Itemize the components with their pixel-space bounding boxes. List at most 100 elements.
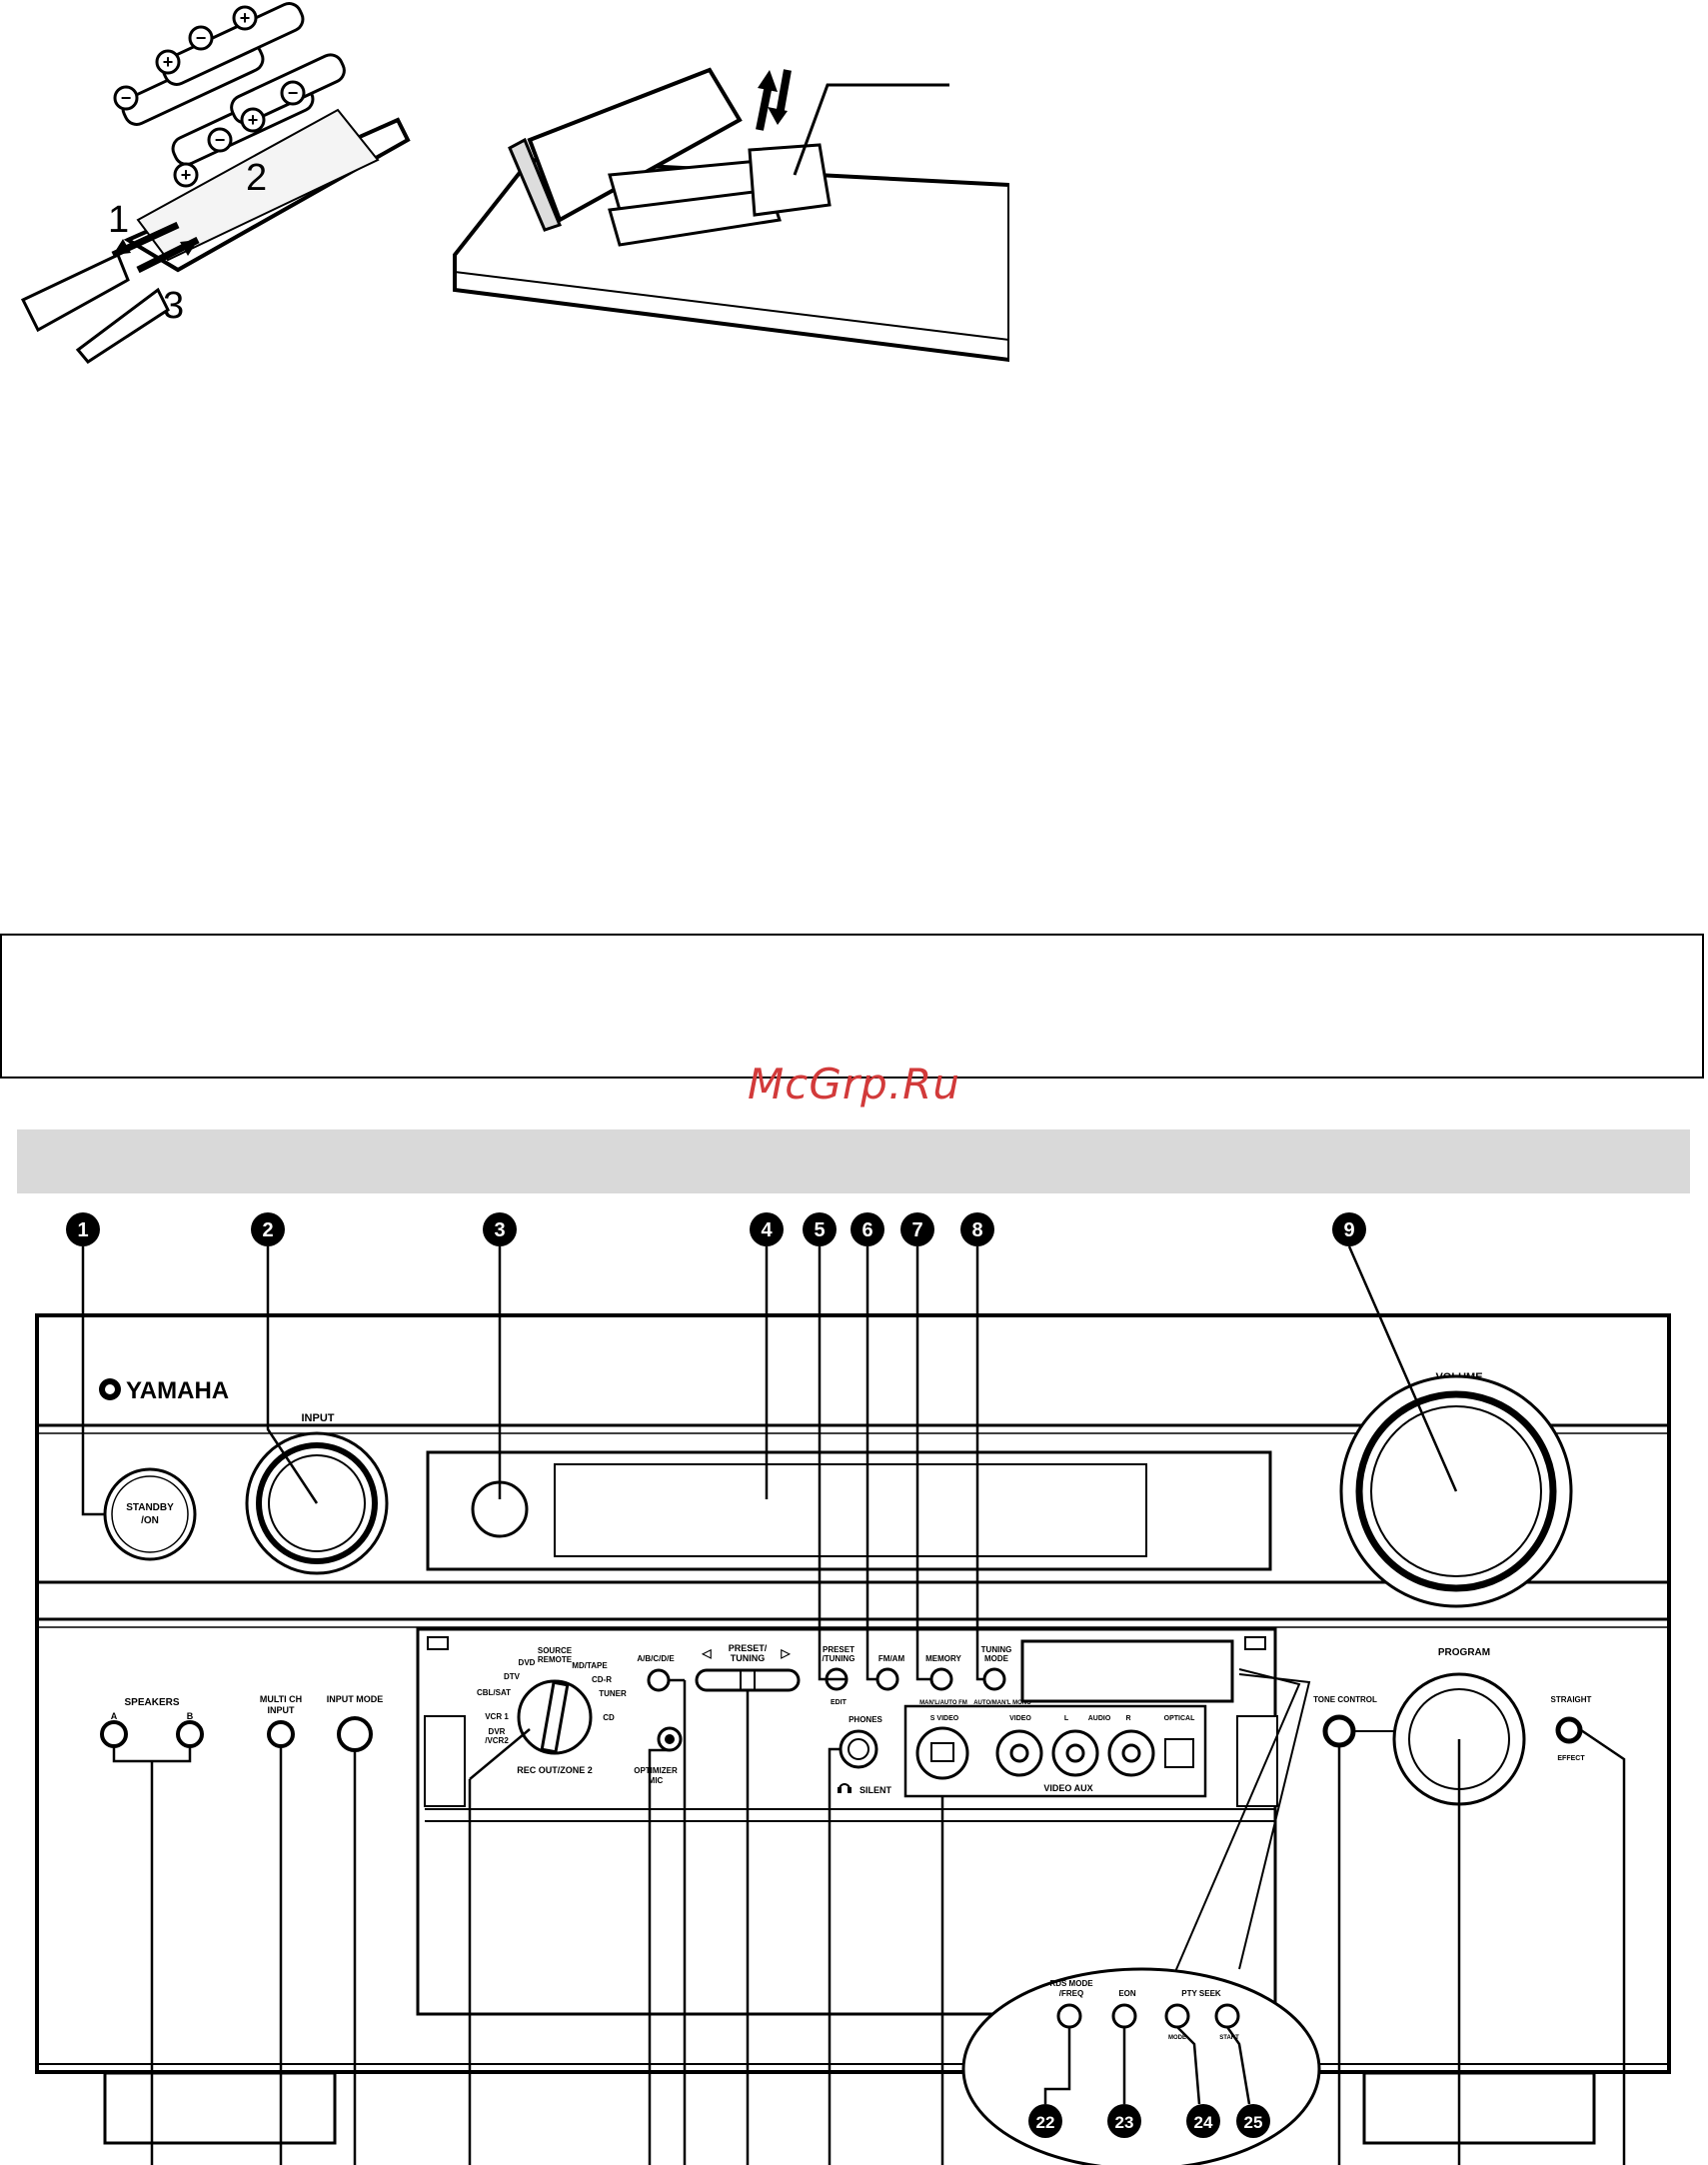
audio-l-jack[interactable]	[1051, 1729, 1099, 1777]
svg-text:CD: CD	[603, 1713, 615, 1722]
rds-mode-freq-button[interactable]	[1056, 2003, 1082, 2029]
svg-text:VIDEO AUX: VIDEO AUX	[1043, 1783, 1092, 1793]
svg-text:REMOTE: REMOTE	[538, 1655, 573, 1664]
callout-23: 23	[1107, 2104, 1141, 2138]
svg-text:MAN'L/AUTO FM: MAN'L/AUTO FM	[919, 1700, 967, 1706]
tuning-mode-button[interactable]	[982, 1667, 1006, 1691]
svg-text:AUTO/MAN'L MONO: AUTO/MAN'L MONO	[973, 1700, 1031, 1706]
svg-text:8: 8	[971, 1219, 982, 1241]
svg-text:−: −	[196, 28, 207, 48]
svg-text:PRESET: PRESET	[823, 1645, 854, 1654]
speakers-a-button[interactable]	[100, 1720, 128, 1748]
svg-text:FM/AM: FM/AM	[878, 1654, 905, 1663]
svg-text:9: 9	[1343, 1219, 1354, 1241]
headphones-icon	[838, 1783, 852, 1793]
section-header-bar	[17, 1129, 1690, 1193]
eon-button[interactable]	[1111, 2003, 1137, 2029]
straight-effect-button[interactable]	[1555, 1716, 1583, 1744]
svg-text:5: 5	[814, 1219, 825, 1241]
preset-tuning-rocker[interactable]	[695, 1668, 801, 1692]
svg-text:+: +	[163, 52, 174, 72]
fm-am-button[interactable]	[875, 1667, 899, 1691]
svg-text:SOURCE: SOURCE	[538, 1646, 573, 1655]
svg-text:4: 4	[761, 1219, 773, 1241]
callout-4: 4	[750, 1212, 784, 1246]
svg-text:VCR 1: VCR 1	[485, 1712, 509, 1721]
svg-text:OPTIMIZER: OPTIMIZER	[634, 1766, 678, 1775]
svg-text:CD-R: CD-R	[592, 1675, 612, 1684]
svg-text:MEMORY: MEMORY	[925, 1654, 961, 1663]
speakers-b-button[interactable]	[176, 1720, 204, 1748]
svg-text:+: +	[248, 110, 259, 130]
brand-logo: YAMAHA	[126, 1377, 229, 1404]
svg-text:MODE: MODE	[984, 1654, 1009, 1663]
battery-step-3: 3	[163, 285, 184, 327]
svg-text:VIDEO: VIDEO	[1009, 1715, 1031, 1722]
svg-text:25: 25	[1244, 2113, 1263, 2132]
svg-text:EFFECT: EFFECT	[1557, 1755, 1585, 1762]
svg-text:MIC: MIC	[649, 1776, 664, 1785]
standby-on-button[interactable]	[103, 1467, 197, 1561]
svg-text:INPUT MODE: INPUT MODE	[327, 1694, 384, 1704]
svg-text:◁: ◁	[701, 1646, 712, 1660]
svg-text:−: −	[215, 130, 226, 150]
callout-3: 3	[483, 1212, 517, 1246]
battery-insertion-figure: −+−+ −+−+ 1 2 3	[20, 2, 411, 364]
optical-jack[interactable]	[1164, 1738, 1194, 1768]
svg-text:1: 1	[77, 1219, 88, 1241]
battery-step-2: 2	[246, 157, 267, 199]
callout-8: 8	[960, 1212, 994, 1246]
svg-text:SILENT: SILENT	[859, 1785, 892, 1795]
svg-text:SPEAKERS: SPEAKERS	[124, 1697, 179, 1708]
svg-text:MODE: MODE	[1168, 2035, 1186, 2041]
svg-text:TUNER: TUNER	[599, 1689, 627, 1698]
svg-text:STANDBY: STANDBY	[126, 1502, 174, 1513]
tone-control-button[interactable]	[1322, 1714, 1356, 1748]
svg-text:/TUNING: /TUNING	[823, 1654, 855, 1663]
audio-r-jack[interactable]	[1107, 1729, 1155, 1777]
svg-text:/ON: /ON	[141, 1515, 159, 1526]
svg-text:22: 22	[1036, 2113, 1055, 2132]
svg-text:PHONES: PHONES	[849, 1715, 882, 1724]
s-video-jack[interactable]	[915, 1726, 969, 1780]
svg-text:DVD: DVD	[519, 1658, 536, 1667]
svg-text:OPTICAL: OPTICAL	[1164, 1715, 1195, 1722]
callout-7: 7	[900, 1212, 934, 1246]
pty-seek-start-button[interactable]	[1214, 2003, 1240, 2029]
yamaha-logo-icon	[99, 1378, 121, 1400]
front-display	[554, 1463, 1147, 1557]
rds-inset	[961, 1967, 1321, 2165]
video-jack[interactable]	[995, 1729, 1043, 1777]
svg-text:A: A	[111, 1711, 118, 1721]
callouts-top: 1 2 3 4 5 6 7 8 9	[66, 1212, 1366, 1246]
svg-text:A/B/C/D/E: A/B/C/D/E	[637, 1654, 675, 1663]
svg-text:−: −	[288, 83, 299, 103]
svg-text:B: B	[187, 1711, 194, 1721]
svg-text:/FREQ: /FREQ	[1059, 1989, 1083, 1998]
svg-text:6: 6	[861, 1219, 872, 1241]
svg-text:AUDIO: AUDIO	[1088, 1715, 1111, 1722]
watermark-text: McGrp.Ru	[748, 1060, 960, 1108]
svg-text:TUNING: TUNING	[981, 1645, 1012, 1654]
svg-text:RDS MODE: RDS MODE	[1049, 1979, 1093, 1988]
input-label: INPUT	[302, 1412, 335, 1424]
callout-5: 5	[803, 1212, 837, 1246]
svg-text:+: +	[240, 8, 251, 28]
svg-text:7: 7	[911, 1219, 922, 1241]
sub-display-window	[1020, 1639, 1234, 1703]
backup-battery-figure	[453, 67, 1009, 363]
svg-text:2: 2	[262, 1219, 273, 1241]
callouts-inset: 22 23 24 25	[1028, 2104, 1270, 2138]
memory-button[interactable]	[929, 1667, 953, 1691]
abcde-button[interactable]	[647, 1668, 671, 1692]
svg-text:EDIT: EDIT	[831, 1699, 848, 1706]
notice-box	[0, 934, 1704, 1079]
svg-text:▷: ▷	[780, 1646, 791, 1660]
multi-ch-input-button[interactable]	[267, 1720, 295, 1748]
svg-text:L: L	[1064, 1715, 1069, 1722]
svg-text:3: 3	[494, 1219, 505, 1241]
input-mode-button[interactable]	[337, 1716, 373, 1752]
battery-step-1: 1	[108, 199, 129, 241]
svg-text:MULTI CH: MULTI CH	[260, 1694, 302, 1704]
pty-seek-mode-button[interactable]	[1164, 2003, 1190, 2029]
